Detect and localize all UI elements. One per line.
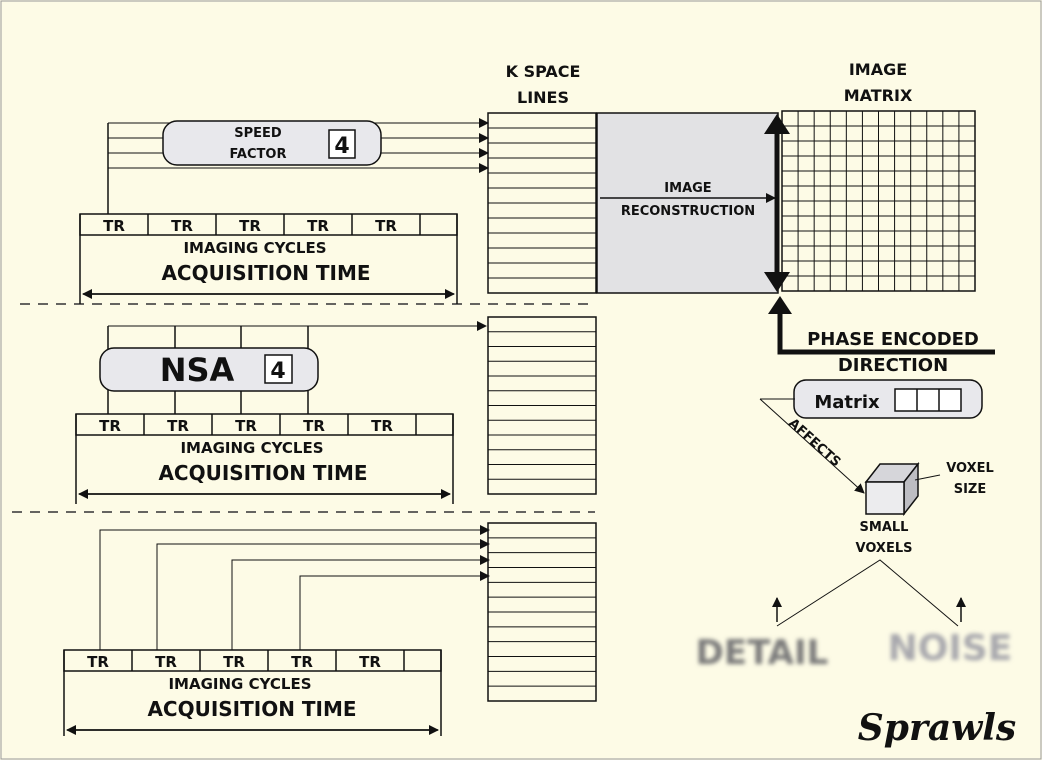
tr-label: TR [239,217,261,235]
affects-label: AFFECTS [785,416,843,470]
nsa-value: 4 [270,359,285,384]
detail-label: DETAIL [696,633,829,673]
phase-arrow-head-down [764,272,790,292]
voxel-pointer [914,474,941,481]
tr-label: TR [155,653,177,671]
image-matrix-label-2: MATRIX [844,86,913,105]
speed-factor-box [162,120,382,166]
phase-arrow-head-up [764,114,790,134]
kspace-lines-1 [487,112,597,294]
speed-factor-label-2: FACTOR [230,147,287,162]
matrix-label: Matrix [814,392,880,413]
tr-label: TR [291,653,313,671]
speed-factor-value: 4 [334,134,349,159]
phase-direction-arrow-head [768,296,792,314]
outcome-v-lines [776,559,959,627]
tr-label: TR [307,217,329,235]
tr-label: TR [375,217,397,235]
speed-factor-label-1: SPEED [234,126,282,141]
tr-label: TR [359,653,381,671]
acquisition-time-label: ACQUISITION TIME [161,261,370,285]
imaging-cycles-label: IMAGING CYCLES [183,239,326,257]
kspace-label-2: LINES [517,88,569,107]
tr-label: TR [235,417,257,435]
tr-cell-strip [75,413,454,436]
voxel-size-label-2: SIZE [954,482,987,497]
row-nsa: NSA 4 [99,321,487,414]
row1-timeline: TR TR TR TR TR IMAGING CYCLES ACQUISITION TIME [79,213,458,304]
nsa-box [99,347,319,392]
reconstruction-label-1: IMAGE [664,181,711,196]
row3-feed-4 [299,575,488,650]
matrix-value-cells [894,388,962,412]
tr-label: TR [99,417,121,435]
row3-feed-1 [99,529,488,650]
acquisition-time-label: ACQUISITION TIME [147,697,356,721]
tr-label: TR [303,417,325,435]
voxel-cube-front [865,481,905,515]
small-voxels-label-2: VOXELS [856,541,913,556]
tr-label: TR [371,417,393,435]
row3-feed-2 [156,543,488,650]
voxel-size-label-1: VOXEL [946,461,994,476]
tr-label: TR [223,653,245,671]
tr-cell-strip [79,213,458,236]
tr-label: TR [167,417,189,435]
small-voxels-label-1: SMALL [860,520,909,535]
image-matrix-label-1: IMAGE [849,60,907,79]
tr-label: TR [103,217,125,235]
kspace-label-1: K SPACE [506,62,581,81]
phase-encoded-label-1: PHASE ENCODED [807,329,979,350]
affects-arrow [759,398,865,494]
tr-cell-strip [63,649,442,672]
phase-encoded-label-2: DIRECTION [838,355,948,376]
imaging-cycles-label: IMAGING CYCLES [168,675,311,693]
kspace-lines-3 [487,522,597,702]
tr-label: TR [87,653,109,671]
phase-direction-arrow [777,312,995,355]
imaging-cycles-label: IMAGING CYCLES [180,439,323,457]
acquisition-time-label: ACQUISITION TIME [158,461,367,485]
speed-factor-value-box [328,129,356,159]
nsa-value-box [264,354,293,384]
image-matrix-grid [781,110,976,292]
reconstruction-box [596,112,779,294]
row3-feed-3 [231,559,488,650]
reconstruction-label-2: RECONSTRUCTION [621,204,755,219]
tr-label: TR [171,217,193,235]
row-speed-factor: SPEED FACTOR 4 [107,118,489,214]
row-staggered [99,525,490,650]
row3-timeline: TR TR TR TR TR IMAGING CYCLES ACQUISITION TIME [63,649,442,736]
nsa-label: NSA [160,351,235,389]
signature: Sprawls [858,707,1016,749]
row2-timeline: TR TR TR TR TR IMAGING CYCLES ACQUISITION TIME [75,413,454,504]
kspace-lines-2 [487,316,597,495]
noise-label: NOISE [888,628,1013,669]
